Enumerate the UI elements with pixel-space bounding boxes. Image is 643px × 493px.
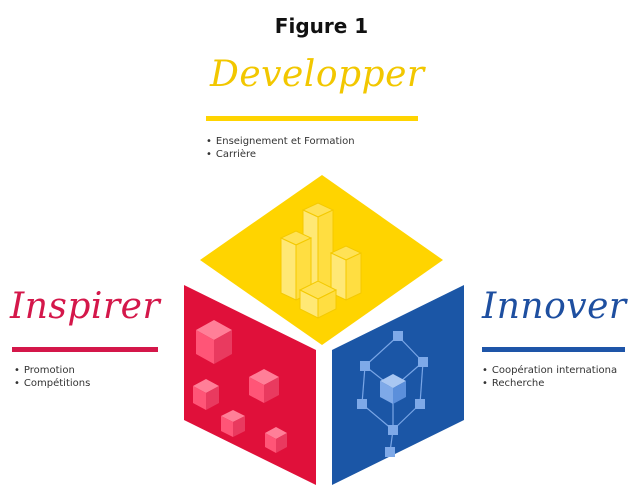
network-icon: [357, 331, 428, 457]
pillar-title-inspirer: Inspirer: [10, 286, 161, 327]
figure-title: Figure 1: [274, 14, 369, 38]
pillar-list-developper: Enseignement et Formation Carrière: [206, 135, 355, 161]
list-item: Promotion: [14, 364, 90, 377]
pillar-list-innover: Coopération internationa Recherche: [482, 364, 617, 390]
cubes-icon: [193, 320, 287, 453]
list-item: Enseignement et Formation: [206, 135, 355, 148]
pillar-title-developper: Developper: [210, 54, 425, 95]
list-item: Carrière: [206, 148, 355, 161]
pillar-list-inspirer: Promotion Compétitions: [14, 364, 90, 390]
pillar-bar-developper: [206, 116, 418, 121]
blocks-icon: [279, 202, 363, 319]
pillar-title-innover: Innover: [482, 286, 627, 327]
list-item: Coopération internationa: [482, 364, 617, 377]
pillar-bar-inspirer: [12, 347, 158, 352]
list-item: Compétitions: [14, 377, 90, 390]
list-item: Recherche: [482, 377, 617, 390]
pillar-bar-innover: [482, 347, 625, 352]
